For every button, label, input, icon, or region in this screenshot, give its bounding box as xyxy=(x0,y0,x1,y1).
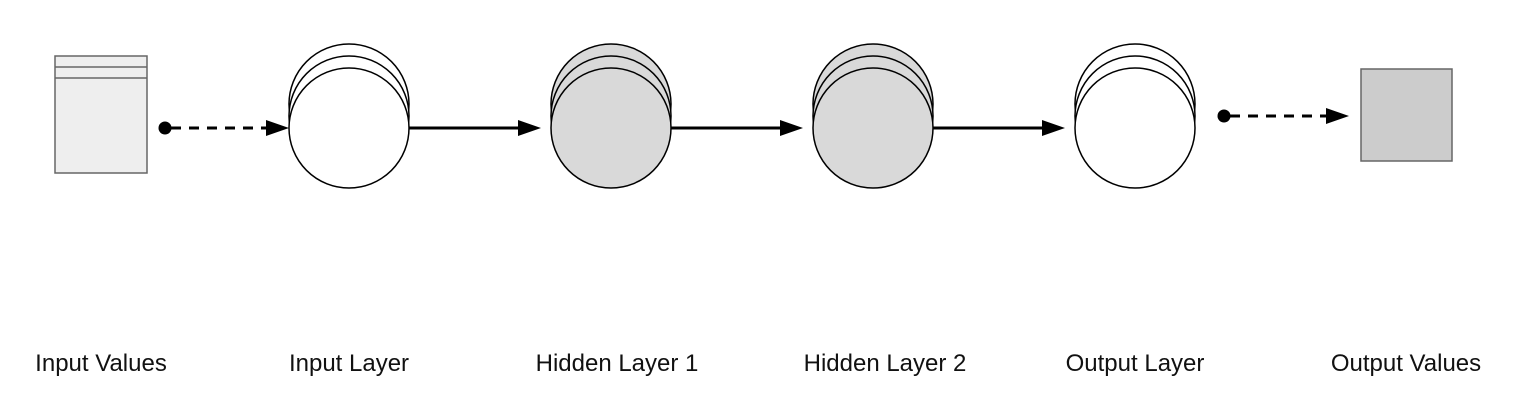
hidden-layer-2-node xyxy=(812,43,934,189)
output-layer-label: Output Layer xyxy=(1065,350,1205,377)
arrow-input-to-hidden1 xyxy=(409,120,541,136)
output-layer-node xyxy=(1074,43,1196,189)
dashed-arrow-input xyxy=(158,120,289,136)
arrow-hidden2-to-output xyxy=(933,120,1065,136)
output-values-label: Output Values xyxy=(1330,350,1482,377)
hidden-layer-2-label: Hidden Layer 2 xyxy=(803,350,967,377)
input-values-node xyxy=(54,55,148,174)
dashed-arrow-output xyxy=(1217,108,1349,124)
arrow-hidden1-to-hidden2 xyxy=(671,120,803,136)
input-layer-node xyxy=(288,43,410,189)
hidden-layer-1-label: Hidden Layer 1 xyxy=(535,350,699,377)
output-values-node xyxy=(1360,68,1453,162)
input-layer-label: Input Layer xyxy=(288,350,410,377)
input-values-label: Input Values xyxy=(35,350,167,377)
hidden-layer-1-node xyxy=(550,43,672,189)
